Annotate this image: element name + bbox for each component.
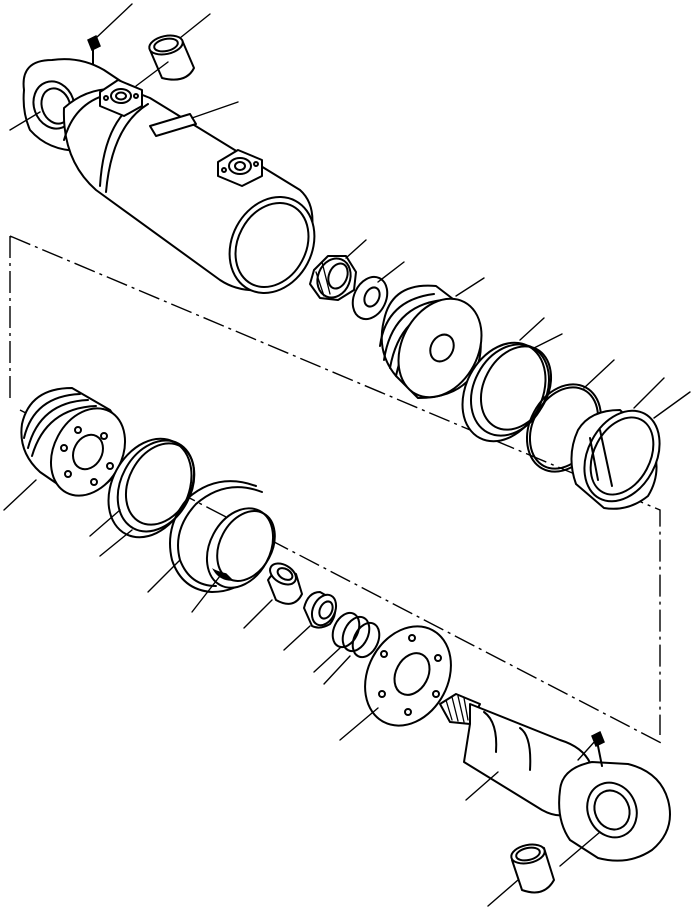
gland-flange <box>339 625 452 741</box>
cylinder-barrel <box>9 58 316 294</box>
port-flange-front <box>217 149 263 187</box>
port-flange-rear <box>99 61 169 117</box>
gland-seal <box>191 507 276 613</box>
grease-fitting-rod <box>577 730 605 767</box>
rod-bushing <box>243 562 303 629</box>
piston-rod <box>439 693 671 862</box>
rod-gland <box>3 387 126 511</box>
rod-seal <box>283 591 338 651</box>
nameplate <box>149 101 239 137</box>
piston-washer <box>351 261 405 321</box>
piston-seal <box>570 377 691 510</box>
bushing-rod <box>487 831 601 907</box>
snap-ring <box>147 480 263 593</box>
bushing-top <box>148 13 211 81</box>
piston-wear-ring <box>461 317 563 443</box>
piston-nut <box>309 239 367 301</box>
piston <box>379 277 485 399</box>
wiper-rings <box>313 611 381 685</box>
